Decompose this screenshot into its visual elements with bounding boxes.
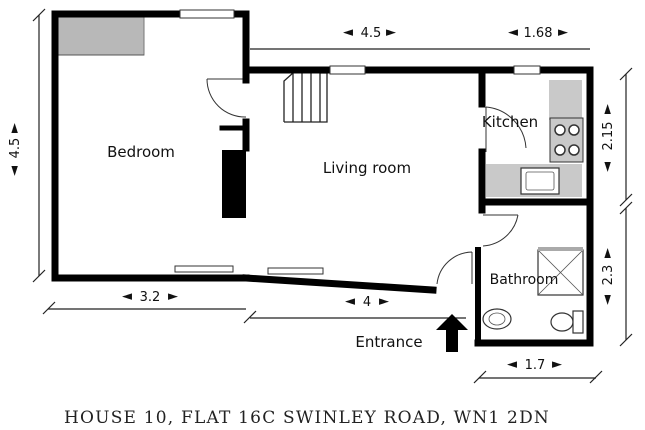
dim-arrow-right: ► xyxy=(600,248,615,258)
hob xyxy=(549,117,584,163)
dim-arrow-left: ◄ xyxy=(600,295,615,305)
hob-ring xyxy=(554,144,566,156)
hob-ring xyxy=(554,124,566,136)
bathroom-fixtures xyxy=(482,247,584,334)
dim-arrow-left: ◄ xyxy=(600,162,615,172)
dim-arrow-left: ◄ xyxy=(508,25,518,40)
address-caption: HOUSE 10, FLAT 16C SWINLEY ROAD, WN1 2DN xyxy=(64,408,550,428)
dim-arrow-left: ◄ xyxy=(507,357,517,372)
door-swings xyxy=(206,78,527,285)
wardrobe xyxy=(57,16,145,56)
dim-arrow-right: ► xyxy=(558,25,568,40)
staircase xyxy=(283,71,328,123)
hob-ring xyxy=(568,124,580,136)
toilet xyxy=(550,312,574,332)
dim-arrow-left: ◄ xyxy=(7,166,22,176)
entrance-label: Entrance xyxy=(355,333,422,351)
dim-arrow-right: ► xyxy=(379,294,389,309)
dim-label-living-top: 4.5 xyxy=(361,26,382,41)
dim-label-bedroom-width: 3.2 xyxy=(140,290,161,305)
dim-arrow-left: ◄ xyxy=(343,25,353,40)
windows xyxy=(179,9,541,75)
radiator-bedroom xyxy=(174,265,234,273)
dim-label-living-bottom: 4 xyxy=(363,295,371,310)
room-label-bedroom: Bedroom xyxy=(107,143,175,161)
dim-arrow-left: ◄ xyxy=(122,289,132,304)
room-label-kitchen: Kitchen xyxy=(482,113,538,131)
dim-label-bathroom-width: 1.7 xyxy=(525,358,546,373)
dim-arrow-right: ► xyxy=(168,289,178,304)
kitchen-fixtures xyxy=(486,80,584,197)
dim-label-bedroom-height: 4.5 xyxy=(8,138,23,159)
walls xyxy=(51,10,594,347)
dim-arrow-left: ◄ xyxy=(345,294,355,309)
dimension-lines xyxy=(32,8,633,384)
dim-label-kitchen-width: 1.68 xyxy=(524,26,553,41)
dim-label-bathroom-height: 2.3 xyxy=(601,265,616,286)
dim-arrow-right: ► xyxy=(7,123,22,133)
room-label-living-room: Living room xyxy=(323,159,411,177)
dim-arrow-right: ► xyxy=(386,25,396,40)
entrance-arrow-icon xyxy=(436,314,468,352)
dim-arrow-right: ► xyxy=(600,104,615,114)
bedroom-fixtures xyxy=(57,16,324,275)
hob-ring xyxy=(568,144,580,156)
radiator-living xyxy=(267,267,324,275)
fireplace-block xyxy=(222,150,246,218)
room-label-bathroom: Bathroom xyxy=(490,272,559,288)
dim-label-kitchen-height: 2.15 xyxy=(601,122,616,151)
dim-arrow-right: ► xyxy=(552,357,562,372)
